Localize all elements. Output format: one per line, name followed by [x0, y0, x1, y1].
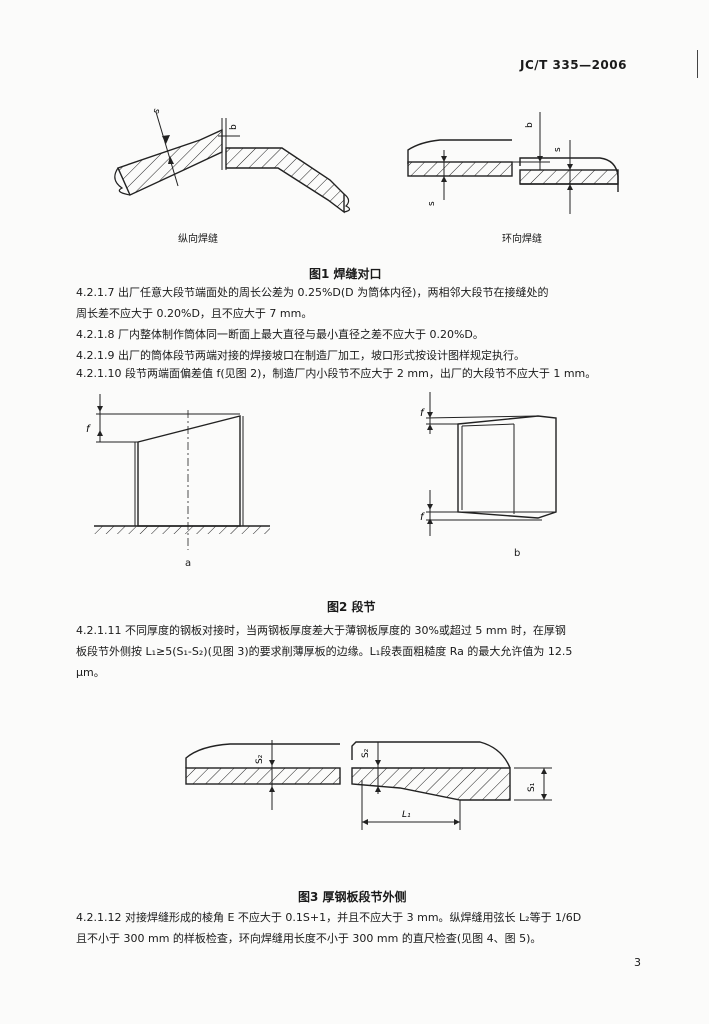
left-plate-break: [114, 167, 131, 196]
margin-rule: [697, 50, 698, 78]
figure-1-right-label: 环向焊缝: [502, 234, 542, 245]
left-plate-section: [407, 161, 513, 177]
fig1-b-mark: b: [229, 124, 239, 130]
paragraph-4-2-1-9: 4.2.1.9 出厂的筒体段节两端对接的焊接坡口在制造厂加工，坡口形式按设计图样…: [76, 349, 525, 362]
figure-1-caption: 图1 焊缝对口: [309, 267, 382, 281]
figure-1-longitudinal-weld: s b: [114, 107, 351, 214]
figure-2b-label: b: [514, 548, 521, 559]
segment-body: [137, 415, 241, 527]
paragraph-4-2-1-8: 4.2.1.8 厂内整体制作筒体同一断面上最大直径与最小直径之差不应大于 0.2…: [76, 328, 484, 341]
fig1-s-mark-right-right: s: [553, 147, 563, 152]
page-number: 3: [634, 956, 641, 969]
thick-plate-section: [351, 767, 511, 801]
paragraph-line: 板段节外侧按 L₁≥5(S₁-S₂)(见图 3)的要求削薄厚板的边缘。L₁段表面…: [76, 645, 573, 658]
paragraph-line: 4.2.1.7 出厂任意大段节端面处的周长公差为 0.25%D(D 为筒体内径)…: [76, 286, 549, 299]
paragraph-4-2-1-7: 4.2.1.7 出厂任意大段节端面处的周长公差为 0.25%D(D 为筒体内径)…: [76, 282, 636, 324]
figure-3-thick-plate: S₂ S₂ S₁ L₁: [185, 740, 552, 830]
fig2b-f-mark-top: f: [420, 408, 425, 419]
fig2a-f-mark: f: [86, 424, 91, 435]
ground-hatch: [94, 526, 270, 534]
paragraph-4-2-1-11: 4.2.1.11 不同厚度的钢板对接时，当两钢板厚度差大于薄钢板厚度的 30%或…: [76, 620, 636, 683]
paragraph-line: μm。: [76, 666, 105, 679]
figure-3-caption: 图3 厚钢板段节外侧: [298, 890, 407, 904]
fig3-s2-right: S₂: [361, 748, 371, 758]
paragraph-line: 且不小于 300 mm 的样板检查，环向焊缝用长度不小于 300 mm 的直尺检…: [76, 932, 542, 945]
segment-body: [457, 415, 557, 519]
fig2b-f-mark-bottom: f: [420, 512, 425, 523]
paragraph-line: 4.2.1.12 对接焊缝形成的棱角 E 不应大于 0.1S+1，并且不应大于 …: [76, 911, 582, 924]
fig1-s-mark: s: [151, 107, 162, 115]
fig3-s1: S₁: [527, 782, 537, 792]
fig3-l1: L₁: [402, 810, 411, 820]
paragraph-line: 4.2.1.11 不同厚度的钢板对接时，当两钢板厚度差大于薄钢板厚度的 30%或…: [76, 624, 566, 637]
paragraph-4-2-1-12: 4.2.1.12 对接焊缝形成的棱角 E 不应大于 0.1S+1，并且不应大于 …: [76, 907, 636, 949]
figure-2a-label: a: [185, 558, 192, 569]
fig1-b-mark-right: b: [525, 122, 535, 128]
figure-2b-segment: f f: [420, 392, 557, 536]
figure-2-caption: 图2 段节: [327, 600, 376, 614]
figure-1-circumferential-weld: s b s: [407, 112, 619, 214]
right-plate-section: [225, 147, 345, 214]
figure-1-left-label: 纵向焊缝: [178, 234, 218, 245]
paragraph-4-2-1-10: 4.2.1.10 段节两端面偏差值 f(见图 2)，制造厂内小段节不应大于 2 …: [76, 367, 597, 380]
paragraph-line: 周长差不应大于 0.20%D，且不应大于 7 mm。: [76, 307, 313, 320]
right-plate-break: [343, 193, 351, 213]
figure-2a-segment: f: [86, 394, 270, 550]
fig1-s-mark-right-left: s: [427, 201, 437, 206]
right-plate-section: [519, 169, 619, 185]
fig3-s2-left: S₂: [255, 754, 265, 764]
header-standard-code: JC/T 335—2006: [520, 58, 627, 72]
thin-plate-section: [185, 767, 341, 785]
